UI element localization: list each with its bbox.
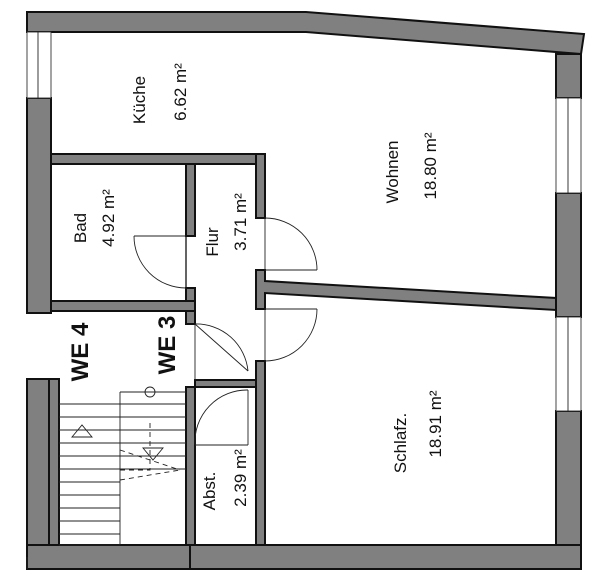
- room-area-wohnen: 18.80 m²: [421, 132, 440, 199]
- wall-stair-right: [185, 310, 196, 325]
- room-area-schlafz: 18.91 m²: [426, 390, 445, 457]
- wall-left-upper: [26, 97, 52, 314]
- room-label-flur: Flur: [203, 227, 222, 257]
- room-area-flur: 3.71 m²: [231, 193, 250, 251]
- unit-label-we3: WE 3: [154, 316, 181, 375]
- stair-start-marker: [144, 386, 156, 398]
- door-entrance: [194, 323, 249, 380]
- wall-bad-top: [50, 153, 265, 165]
- room-label-bad: Bad: [71, 213, 90, 243]
- wall-abst-top: [194, 379, 257, 388]
- room-label-abst: Abst.: [200, 472, 219, 511]
- window-right-2: [555, 316, 582, 412]
- unit-label-we4: WE 4: [67, 322, 94, 381]
- wall-right-1: [555, 53, 582, 99]
- wall-right-3: [555, 410, 582, 546]
- room-area-bad: 4.92 m²: [99, 189, 118, 247]
- room-area-abst: 2.39 m²: [231, 449, 250, 507]
- wall-stair-left: [48, 378, 60, 546]
- door-abst: [194, 389, 249, 446]
- room-label-wohnen: Wohnen: [383, 140, 402, 203]
- stair-path: [120, 420, 151, 471]
- wall-top: [26, 11, 586, 56]
- room-label-kueche: Küche: [130, 76, 149, 124]
- staircase: [59, 386, 186, 546]
- room-area-kueche: 6.62 m²: [171, 63, 190, 121]
- wall-bad-flur-lower: [185, 287, 196, 302]
- window-left-top: [26, 31, 52, 99]
- wall-left-lower: [26, 378, 50, 570]
- wall-bottom-right: [189, 544, 582, 570]
- wall-bottom-left: [26, 544, 191, 570]
- room-label-schlafz: Schlafz.: [391, 413, 410, 473]
- door-schlafz: [264, 308, 318, 362]
- door-wohnen: [264, 217, 318, 271]
- stair-arrow-down: [142, 447, 164, 461]
- wall-flur-wohnen: [255, 153, 266, 219]
- wall-we-divider: [50, 300, 196, 312]
- wall-wohnen-schlafz: [255, 269, 557, 312]
- wall-bad-flur-upper: [185, 163, 196, 237]
- wall-flur-schlafz: [255, 360, 266, 546]
- door-bad: [133, 235, 187, 289]
- wall-right-2: [555, 192, 582, 318]
- stair-arrow-up: [71, 424, 93, 438]
- wall-abst-left: [185, 386, 196, 546]
- window-right-1: [555, 97, 582, 194]
